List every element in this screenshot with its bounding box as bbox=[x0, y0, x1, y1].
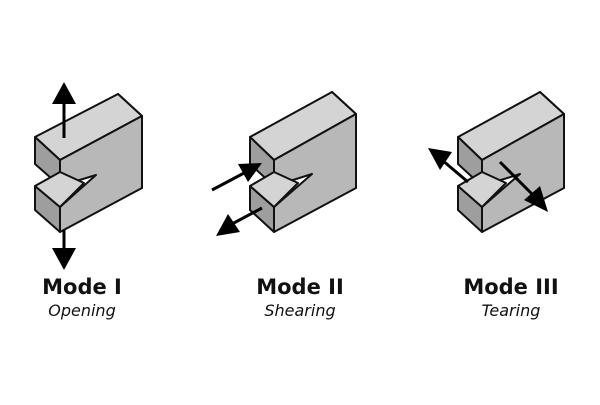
opening-arrows-icon bbox=[52, 82, 76, 270]
mode-3-title: Mode III bbox=[463, 275, 559, 299]
tearing-arrows-icon bbox=[428, 148, 548, 212]
mode-2-title: Mode II bbox=[256, 275, 344, 299]
mode-3-subtitle: Tearing bbox=[481, 301, 541, 320]
mode-2-subtitle: Shearing bbox=[264, 301, 336, 320]
mode-1-block bbox=[34, 93, 143, 233]
mode-1-title: Mode I bbox=[42, 275, 122, 299]
mode-3-block bbox=[457, 91, 565, 233]
shearing-arrows-icon bbox=[211, 163, 263, 236]
mode-1-subtitle: Opening bbox=[48, 301, 116, 320]
mode-2-block bbox=[249, 91, 357, 233]
